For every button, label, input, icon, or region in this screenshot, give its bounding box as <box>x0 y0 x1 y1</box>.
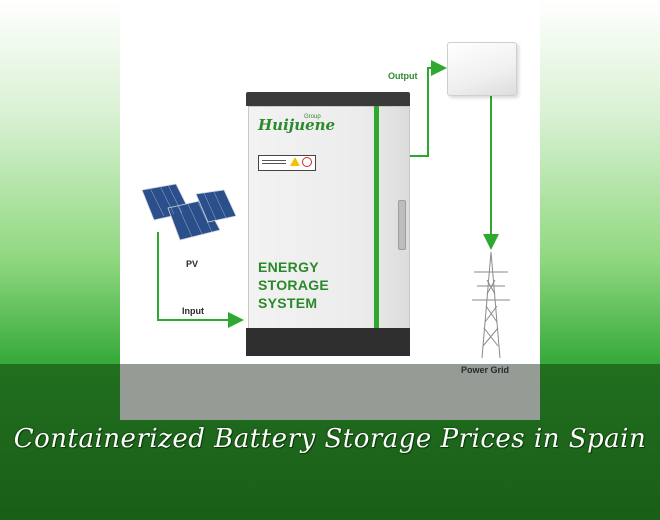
power-grid-label: Power Grid <box>461 365 510 375</box>
cabinet-roof <box>246 92 410 106</box>
output-label: Output <box>388 71 418 81</box>
pv-label: PV <box>186 259 199 269</box>
energy-storage-cabinet <box>248 106 410 330</box>
warning-circle-icon <box>302 157 312 167</box>
cabinet-title-line-1: ENERGY <box>258 259 319 275</box>
cabinet-green-stripe <box>374 106 379 328</box>
cabinet-title-line-2: STORAGE <box>258 277 330 293</box>
page-caption: Containerized Battery Storage Prices in … <box>13 424 647 454</box>
cabinet-base <box>246 328 410 356</box>
brand-logo: Huijuene <box>258 116 336 134</box>
input-label: Input <box>182 306 204 316</box>
image-bottom-overlay <box>120 364 540 420</box>
solar-panel-icon <box>141 183 237 241</box>
warning-label <box>258 155 316 171</box>
inverter-box <box>447 42 517 96</box>
cabinet-title-line-3: SYSTEM <box>258 295 318 311</box>
cabinet-title: ENERGY STORAGE SYSTEM <box>258 258 329 312</box>
cabinet-handle <box>398 200 406 250</box>
brand-logo-group: Group <box>304 114 321 120</box>
warning-triangle-icon <box>290 157 300 166</box>
power-tower-icon <box>472 251 510 359</box>
